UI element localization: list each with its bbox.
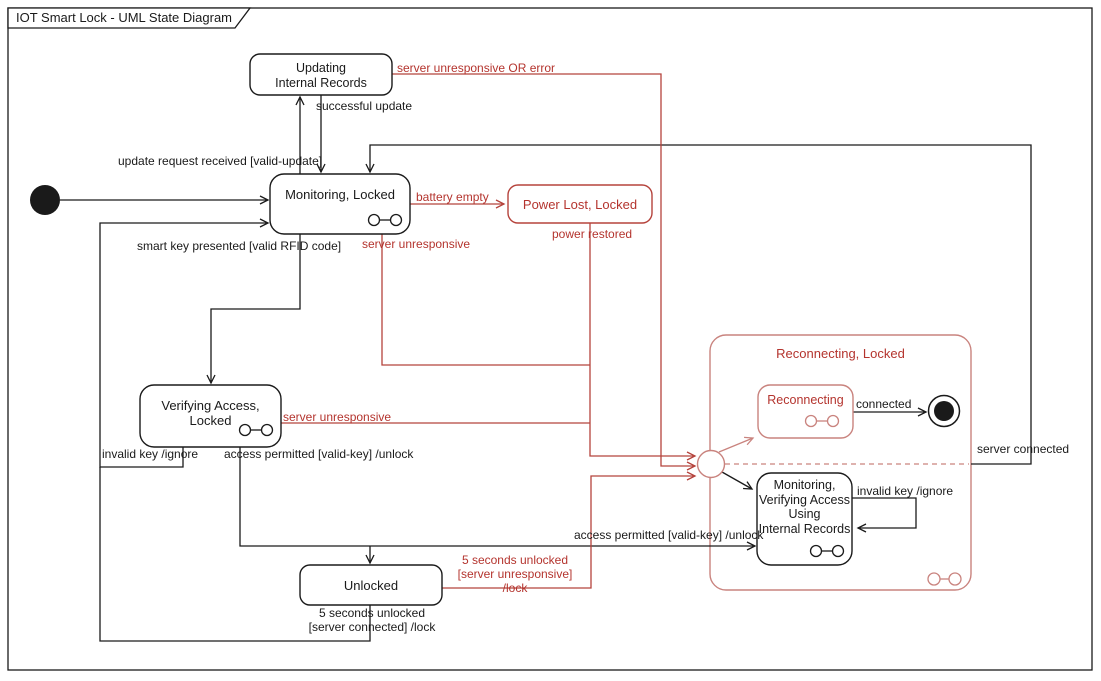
state-label-reconnecting: Reconnecting xyxy=(767,393,844,407)
transition-label-access-permitted-right: access permitted [valid-key] /unlock xyxy=(574,528,764,542)
frame-title-tab xyxy=(7,7,252,29)
transition-label-line: 5 seconds unlocked xyxy=(461,553,569,567)
transition-junction-to-inner-monitoring xyxy=(721,471,754,490)
state-unlocked xyxy=(299,564,443,606)
transition-label-line: [server connected] /lock xyxy=(308,620,436,634)
transition-label-server-unresponsive-monitoring: server unresponsive xyxy=(362,237,471,251)
state-label-line: Monitoring, xyxy=(773,478,836,492)
state-label-verifying: Verifying Access, Locked xyxy=(161,398,260,428)
transition-label-five-sec-connected: 5 seconds unlocked [server connected] /l… xyxy=(303,606,441,634)
final-state-icon-inner xyxy=(934,401,954,421)
transition-label-server-unresponsive-verifying: server unresponsive xyxy=(283,410,392,424)
transition-label-invalid-key: invalid key /ignore xyxy=(102,447,199,461)
state-label-line: Verifying Access xyxy=(758,492,850,507)
state-label-monitoring: Monitoring, Locked xyxy=(285,187,395,202)
diagram-title: IOT Smart Lock - UML State Diagram xyxy=(16,10,233,25)
submachine-icon xyxy=(809,544,845,558)
transition-smart-key xyxy=(206,234,301,385)
transition-label-line: [server unresponsive] /lock xyxy=(457,567,573,595)
transition-label-smart-key: smart key presented [valid RFID code] xyxy=(137,239,342,253)
state-inner-monitoring xyxy=(756,472,853,566)
state-verifying-access-locked xyxy=(139,384,282,448)
state-label-composite: Reconnecting, Locked xyxy=(776,346,905,361)
transition-access-permitted xyxy=(239,447,757,551)
transition-label-invalid-key-inner: invalid key /ignore xyxy=(857,484,954,498)
state-label-updating: Updating Internal Records xyxy=(250,61,392,91)
state-updating-internal-records xyxy=(249,53,393,96)
transition-invalid-key-self xyxy=(852,497,917,533)
state-monitoring-locked xyxy=(269,173,411,235)
submachine-icon xyxy=(238,423,274,437)
state-label-line: Using xyxy=(788,507,821,521)
junction-icon xyxy=(696,449,726,479)
submachine-icon xyxy=(927,572,962,586)
transition-server-unresponsive-from-monitoring xyxy=(381,234,590,366)
transition-label-power-restored: power restored xyxy=(552,227,633,241)
submachine-icon xyxy=(804,414,840,428)
initial-state-icon xyxy=(30,185,60,215)
state-label-unlocked: Unlocked xyxy=(343,578,399,593)
transition-label-update-request: update request received [valid-update] xyxy=(118,154,323,168)
transition-five-sec-server-connected xyxy=(99,467,371,642)
submachine-icon xyxy=(367,213,403,227)
state-label-line: Internal Records xyxy=(275,76,367,90)
state-label-line: Updating xyxy=(295,61,347,75)
transition-label-five-sec-unresponsive: 5 seconds unlocked [server unresponsive]… xyxy=(445,553,585,595)
state-power-lost-locked xyxy=(507,184,653,224)
transition-five-sec-server-unresponsive xyxy=(442,471,697,589)
transition-power-restored xyxy=(589,223,697,461)
transition-label-server-unresponsive-or-error: server unresponsive OR error xyxy=(397,61,556,75)
state-label-line: Internal Records xyxy=(758,521,851,536)
transition-label-successful-update: successful update xyxy=(316,99,413,113)
transition-junction-to-reconnecting xyxy=(718,436,755,453)
transition-server-connected xyxy=(365,144,1032,465)
transition-label-line: 5 seconds unlocked xyxy=(318,606,426,620)
transition-label-connected: connected xyxy=(856,397,912,411)
state-label-power-lost: Power Lost, Locked xyxy=(522,197,638,212)
frame-border xyxy=(7,7,1093,671)
transition-server-unresponsive-or-error xyxy=(392,73,697,471)
transition-label-access-permitted-left: access permitted [valid-key] /unlock xyxy=(224,447,414,461)
transition-label-battery-empty: battery empty xyxy=(416,190,489,204)
transition-label-server-connected: server connected xyxy=(977,442,1070,456)
state-label-inner-monitoring: Monitoring, Verifying Access Using Inter… xyxy=(757,478,852,536)
